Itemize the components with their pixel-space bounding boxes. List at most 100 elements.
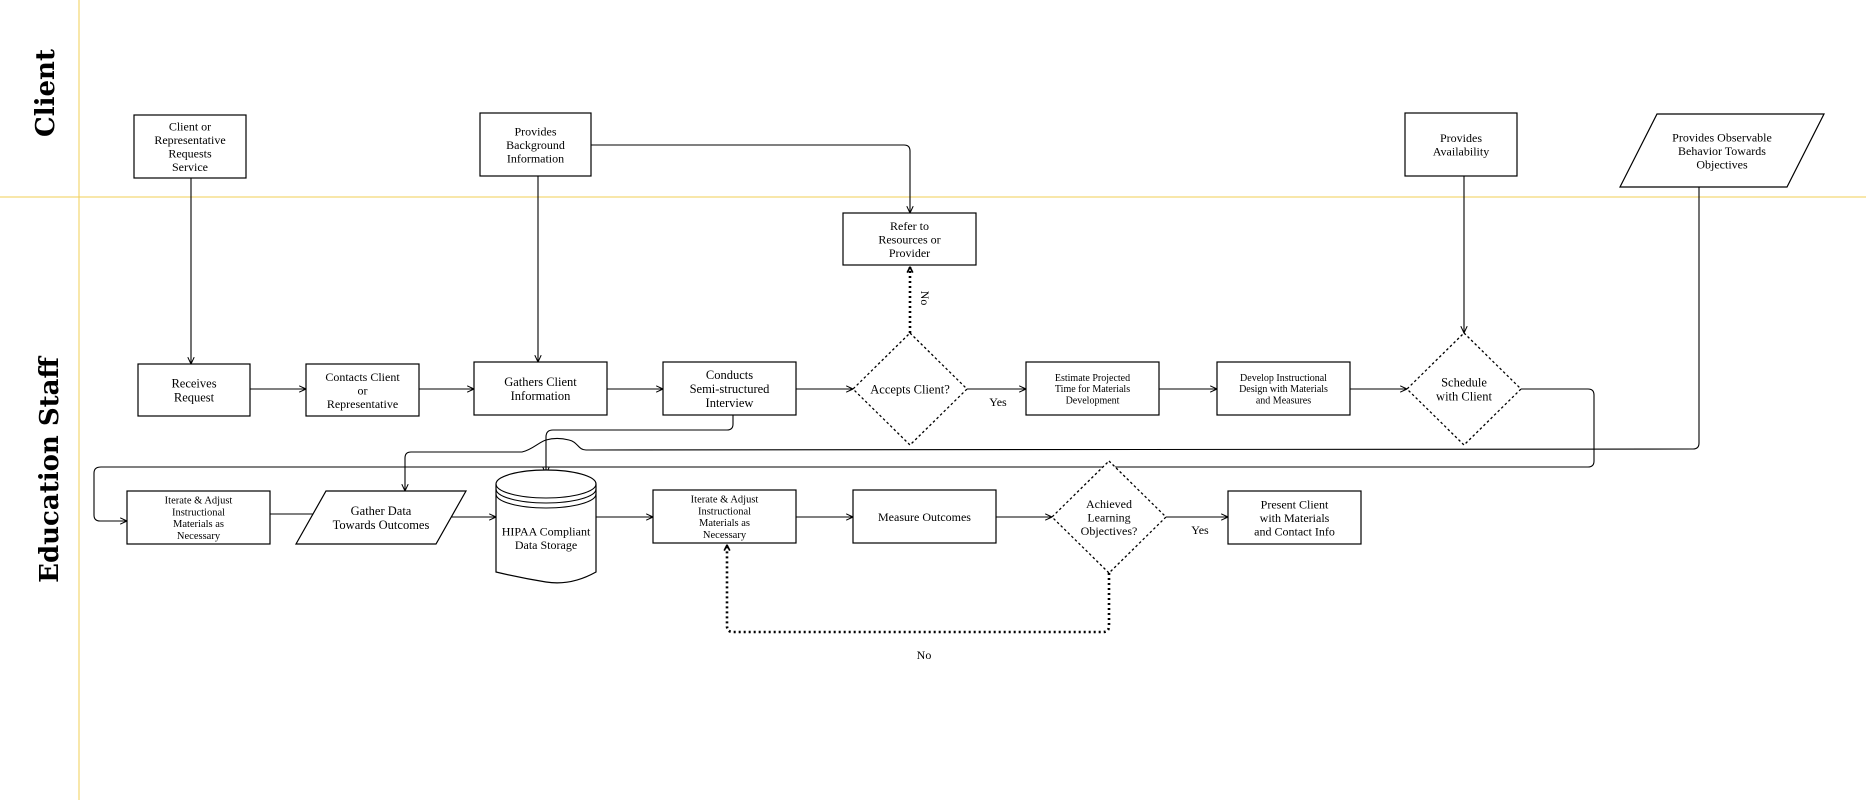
node-text-line: Instructional xyxy=(172,507,225,518)
node-text-line: Gather Data xyxy=(351,504,412,518)
node-text-line: Design with Materials xyxy=(1239,384,1328,395)
node-text-line: Refer to xyxy=(890,219,929,233)
node-text-line: Semi-structured xyxy=(690,382,771,396)
node-accepts-client: Accepts Client? xyxy=(852,332,968,446)
node-shape xyxy=(1216,361,1351,416)
edge-n13-to-n14 xyxy=(93,388,1595,521)
node-text-line: Accepts Client? xyxy=(870,383,950,397)
node-text-line: Iterate & Adjust xyxy=(165,496,233,507)
node-text-line: Develop Instructional xyxy=(1240,373,1327,384)
node-text-line: Contacts Client xyxy=(325,370,400,384)
lane-label-education-staff: Education Staff xyxy=(35,355,65,582)
node-text-line: HIPAA Compliant xyxy=(502,525,591,539)
node-shape xyxy=(133,114,247,179)
node-text-line: Conducts xyxy=(706,368,753,382)
node-text-line: Necessary xyxy=(703,530,747,541)
node-shape xyxy=(1051,460,1167,574)
node-text-line: Achieved xyxy=(1086,497,1132,511)
node-shape xyxy=(1227,490,1362,545)
node-shape xyxy=(1619,113,1825,188)
node-shape xyxy=(294,490,468,545)
edge-label-yes: Yes xyxy=(989,395,1007,409)
node-text-line: Information xyxy=(507,151,564,165)
lane-label-client: Client xyxy=(31,49,61,137)
node-text-line: Measure Outcomes xyxy=(878,510,971,524)
node-text-line: Representative xyxy=(327,397,398,411)
node-shape xyxy=(1025,361,1160,416)
node-shape xyxy=(495,469,597,584)
node-shape xyxy=(652,489,797,544)
edge-label-no: No xyxy=(917,648,932,662)
node-shape xyxy=(852,489,997,544)
node-text-line: Client or xyxy=(169,120,211,134)
node-shape xyxy=(137,363,251,417)
node-text-line: Request xyxy=(174,391,215,405)
node-text-line: Objectives? xyxy=(1081,524,1138,538)
node-text-line: Estimate Projected xyxy=(1055,373,1130,384)
node-text-line: Development xyxy=(1066,395,1120,406)
nodes-layer: Client orRepresentativeRequestsServicePr… xyxy=(126,112,1825,584)
node-text-line: Present Client xyxy=(1261,497,1329,511)
node-text-line: Behavior Towards xyxy=(1678,144,1766,158)
edge-label-no: No xyxy=(918,291,932,306)
node-shape xyxy=(479,112,592,177)
node-text-line: and Contact Info xyxy=(1254,524,1335,538)
node-text-line: Materials as xyxy=(173,519,224,530)
node-shape xyxy=(473,361,608,416)
node-text-line: Requests xyxy=(168,147,212,161)
edge-n9-to-n16 xyxy=(546,415,734,474)
node-shape xyxy=(842,212,977,266)
node-text-line: Availability xyxy=(1433,145,1489,159)
node-text-line: Background xyxy=(506,138,565,152)
edge-n19-to-n17 xyxy=(727,545,1111,634)
node-measure-outcomes: Measure Outcomes xyxy=(852,489,997,544)
node-text-line: Towards Outcomes xyxy=(333,518,430,532)
node-text-line: Materials as xyxy=(699,518,750,529)
node-text-line: Learning xyxy=(1087,510,1130,524)
node-text-line: Time for Materials xyxy=(1055,384,1130,395)
node-shape xyxy=(1404,112,1518,177)
node-shape xyxy=(126,490,271,545)
node-text-line: Schedule xyxy=(1441,376,1487,390)
node-text-line: Gathers Client xyxy=(504,375,577,389)
node-text-line: Necessary xyxy=(177,531,221,542)
node-text-line: Data Storage xyxy=(515,538,577,552)
node-shape xyxy=(1406,332,1522,446)
node-text-line: Resources or xyxy=(878,232,940,246)
node-text-line: Instructional xyxy=(698,506,751,517)
node-text-line: Provides xyxy=(515,124,557,138)
node-text-line: or xyxy=(358,383,368,397)
edges-layer xyxy=(93,144,1700,634)
node-text-line: and Measures xyxy=(1256,395,1311,406)
edge-label-yes: Yes xyxy=(1191,523,1209,537)
node-text-line: with Materials xyxy=(1260,511,1330,525)
node-text-line: Objectives xyxy=(1696,157,1748,171)
node-shape xyxy=(305,363,420,417)
node-text-line: with Client xyxy=(1436,390,1492,404)
node-text-line: Iterate & Adjust xyxy=(691,495,759,506)
node-text-line: Interview xyxy=(706,396,754,410)
node-text-line: Information xyxy=(511,389,571,403)
node-text-line: Receives xyxy=(171,377,216,391)
edge-n2-to-n5 xyxy=(591,144,910,213)
